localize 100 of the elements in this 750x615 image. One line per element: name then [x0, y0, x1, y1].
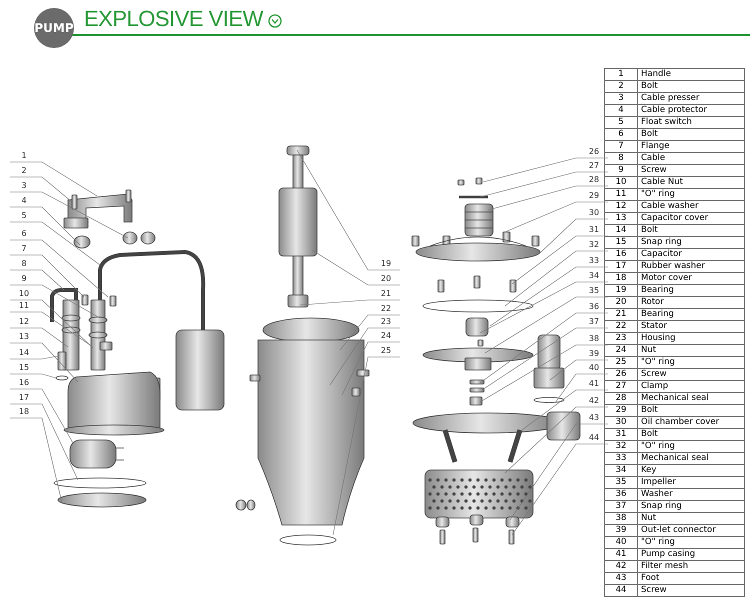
leader-line: [296, 150, 400, 270]
part-number: 37: [604, 500, 638, 512]
leader-line: [10, 388, 74, 444]
part-name: Bolt: [638, 428, 744, 440]
callout-number: 13: [10, 331, 38, 343]
callout-number: 3: [10, 180, 38, 192]
part-name: Cable: [638, 152, 744, 164]
part-name: "O" ring: [638, 536, 744, 548]
leader-line: [554, 374, 608, 404]
leader-line: [10, 240, 108, 298]
callout-number: 5: [10, 210, 38, 222]
callout-number: 22: [372, 303, 400, 315]
callout-number: 24: [372, 330, 400, 342]
leader-line: [504, 406, 608, 474]
leader-line: [480, 344, 608, 402]
part-number: 1: [604, 68, 638, 80]
part-number: 39: [604, 524, 638, 536]
part-number: 41: [604, 548, 638, 560]
part-number: 11: [604, 188, 638, 200]
leader-line: [490, 266, 608, 326]
leader-line: [10, 404, 78, 480]
leader-line: [10, 418, 62, 504]
part-name: Clamp: [638, 380, 744, 392]
leader-line: [10, 284, 100, 318]
callout-number: 17: [10, 392, 38, 404]
part-name: Screw: [638, 584, 744, 596]
part-number: 12: [604, 200, 638, 212]
leader-line: [342, 342, 400, 396]
leader-line: [540, 218, 608, 254]
part-number: 17: [604, 260, 638, 272]
part-number: 7: [604, 140, 638, 152]
part-name: Stator: [638, 320, 744, 332]
leader-line: [10, 222, 100, 266]
part-number: 25: [604, 356, 638, 368]
callout-number: 11: [10, 300, 38, 312]
part-name: "O" ring: [638, 440, 744, 452]
part-number: 32: [604, 440, 638, 452]
leader-line: [482, 158, 608, 182]
part-number: 30: [604, 416, 638, 428]
part-name: Out-let connector: [638, 524, 744, 536]
part-number: 38: [604, 512, 638, 524]
part-name: Float switch: [638, 116, 744, 128]
callout-number: 20: [372, 273, 400, 285]
leader-line: [10, 300, 94, 348]
callout-number: 14: [10, 347, 38, 359]
category-badge: PUMP: [34, 8, 74, 48]
page-title: EXPLOSIVE VIEW: [84, 6, 263, 32]
part-number: 21: [604, 308, 638, 320]
leader-line: [10, 270, 64, 290]
part-number: 40: [604, 536, 638, 548]
part-name: Bolt: [638, 128, 744, 140]
part-name: Cable presser: [638, 92, 744, 104]
part-name: Pump casing: [638, 548, 744, 560]
callout-number: 2: [10, 165, 38, 177]
part-number: 9: [604, 164, 638, 176]
part-number: 14: [604, 224, 638, 236]
part-number: 44: [604, 584, 638, 596]
leader-line: [504, 250, 608, 306]
part-name: Filter mesh: [638, 560, 744, 572]
part-name: Mechanical seal: [638, 452, 744, 464]
leader-line: [10, 374, 56, 378]
part-name: Snap ring: [638, 236, 744, 248]
part-number: 6: [604, 128, 638, 140]
part-number: 31: [604, 428, 638, 440]
part-number: 13: [604, 212, 638, 224]
leader-line: [512, 236, 608, 284]
callout-number: 8: [10, 258, 38, 270]
part-number: 28: [604, 392, 638, 404]
part-number: 43: [604, 572, 638, 584]
leader-line: [332, 356, 400, 536]
leader-line: [480, 172, 608, 198]
part-name: Nut: [638, 344, 744, 356]
part-number: 42: [604, 560, 638, 572]
part-name: Impeller: [638, 476, 744, 488]
leader-line: [300, 300, 400, 306]
part-name: "O" ring: [638, 356, 744, 368]
part-number: 23: [604, 332, 638, 344]
callout-number: 7: [10, 243, 38, 255]
part-number: 4: [604, 104, 638, 116]
part-number: 3: [604, 92, 638, 104]
part-number: 29: [604, 404, 638, 416]
callout-number: 4: [10, 195, 38, 207]
part-number: 18: [604, 272, 638, 284]
part-name: Screw: [638, 164, 744, 176]
callout-number: 21: [372, 288, 400, 300]
callout-number: 10: [10, 288, 38, 300]
leader-line: [10, 356, 58, 360]
part-name: Housing: [638, 332, 744, 344]
leader-line: [10, 192, 128, 238]
part-name: Bearing: [638, 284, 744, 296]
part-number: 27: [604, 380, 638, 392]
callout-number: 18: [10, 406, 38, 418]
leader-line: [10, 206, 80, 246]
callout-number: 19: [372, 258, 400, 270]
leader-line: [10, 162, 98, 196]
part-name: Bolt: [638, 404, 744, 416]
part-number: 24: [604, 344, 638, 356]
part-name: Bolt: [638, 224, 744, 236]
part-name: Snap ring: [638, 500, 744, 512]
part-name: Flange: [638, 140, 744, 152]
